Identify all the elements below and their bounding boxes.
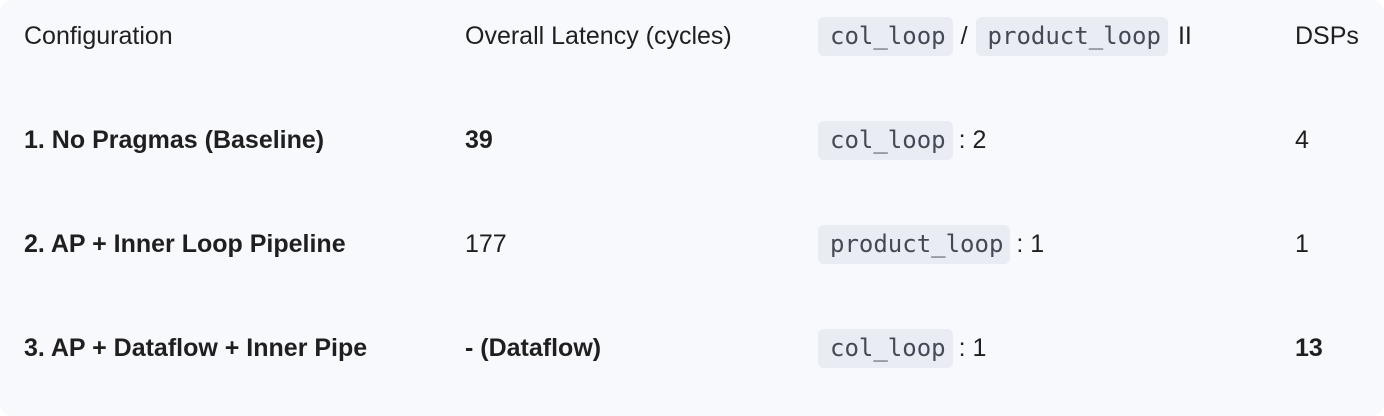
header-ii-suffix: II	[1177, 21, 1192, 50]
row-ii-code: col_loop	[818, 120, 953, 160]
row-latency: 177	[465, 229, 507, 258]
header-ii: col_loop / product_loop II	[818, 12, 1192, 60]
row-ii-value: : 1	[958, 333, 987, 362]
row-ii: col_loop : 1	[818, 324, 986, 372]
row-dsps: 4	[1295, 125, 1309, 154]
header-configuration: Configuration	[24, 21, 173, 50]
row-dsps: 1	[1295, 229, 1309, 258]
header-dsps: DSPs	[1295, 21, 1359, 50]
row-ii-value: : 1	[1016, 229, 1045, 258]
row-dsps: 13	[1295, 333, 1323, 362]
row-configuration: 2. AP + Inner Loop Pipeline	[24, 229, 346, 258]
table-row: 1. No Pragmas (Baseline) 39 col_loop : 2…	[0, 116, 1384, 164]
table-header-row: Configuration Overall Latency (cycles) c…	[0, 12, 1384, 60]
header-ii-code-col-loop: col_loop	[818, 16, 953, 56]
header-ii-code-product-loop: product_loop	[975, 16, 1168, 56]
row-ii-code: product_loop	[818, 224, 1011, 264]
row-ii: product_loop : 1	[818, 220, 1044, 268]
row-ii-code: col_loop	[818, 328, 953, 368]
header-latency: Overall Latency (cycles)	[465, 21, 732, 50]
row-ii-value: : 2	[958, 125, 987, 154]
row-ii: col_loop : 2	[818, 116, 986, 164]
row-configuration: 1. No Pragmas (Baseline)	[24, 125, 325, 154]
row-latency: 39	[465, 125, 493, 154]
header-ii-separator: /	[960, 21, 968, 50]
table-row: 3. AP + Dataflow + Inner Pipe - (Dataflo…	[0, 324, 1384, 372]
row-configuration: 3. AP + Dataflow + Inner Pipe	[24, 333, 368, 362]
row-latency: - (Dataflow)	[465, 333, 602, 362]
table-row: 2. AP + Inner Loop Pipeline 177 product_…	[0, 220, 1384, 268]
